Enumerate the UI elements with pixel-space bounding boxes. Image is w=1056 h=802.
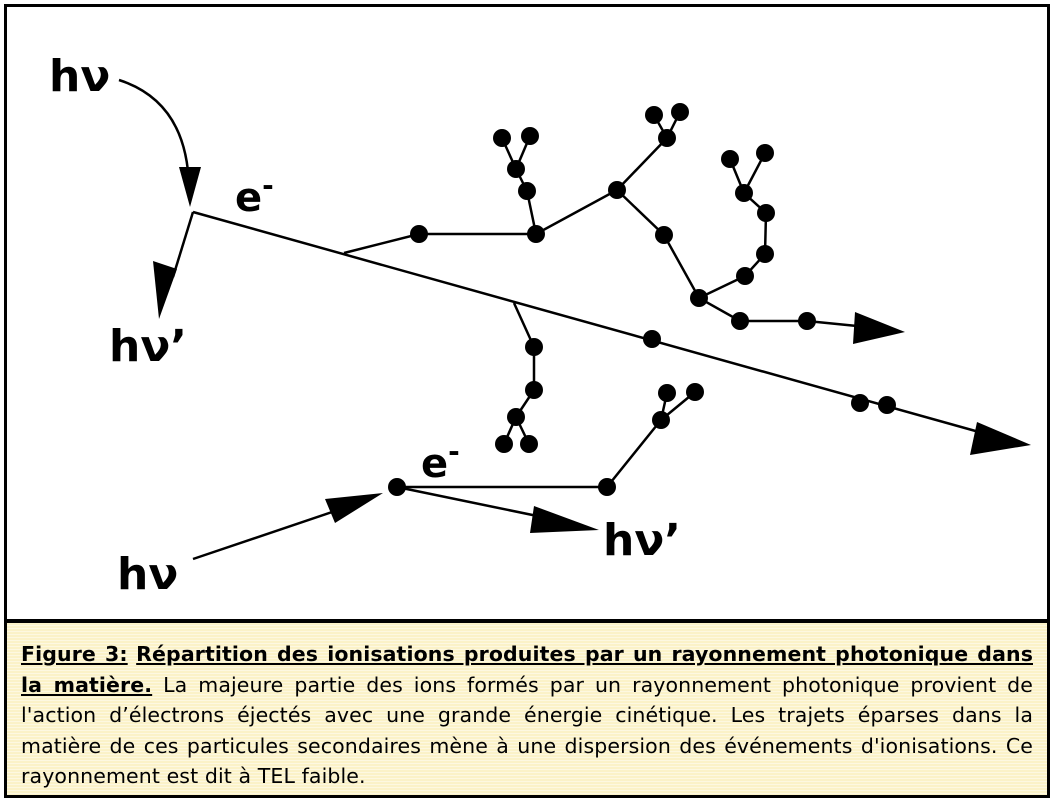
ionization-dot	[608, 181, 626, 199]
secondary-electron-upper-arrowhead	[853, 312, 905, 344]
ionization-dot	[652, 411, 670, 429]
ionization-dot	[756, 245, 774, 263]
scattered-photon-bottom-arrowhead	[530, 506, 599, 533]
figure-description: La majeure partie des ions formés par un…	[21, 672, 1033, 789]
figure-caption: Figure 3: Répartition des ionisations pr…	[7, 623, 1047, 795]
ionization-dot	[851, 394, 869, 412]
ionization-dot	[721, 150, 739, 168]
electron-top-label: e-	[235, 169, 274, 221]
ionization-dot	[658, 129, 676, 147]
figure-title: Répartition des ionisations produites pa…	[21, 642, 1033, 697]
ionization-diagram: hν hν’ e- hν hν’ e-	[49, 51, 1031, 600]
bottom-ionization-events	[388, 383, 704, 496]
ionization-dot	[527, 225, 545, 243]
ionization-dot	[493, 129, 511, 147]
primary-electron-arrowhead	[970, 422, 1031, 455]
photon-in-bottom-label: hν	[117, 549, 178, 600]
photon-scattered-top-label: hν’	[109, 321, 187, 372]
ionization-dot	[507, 160, 525, 178]
ionization-dot	[686, 383, 704, 401]
figure-frame: hν hν’ e- hν hν’ e- Figure 3: Répartitio…	[4, 4, 1050, 798]
ionization-dot	[598, 478, 616, 496]
ionization-dot	[525, 338, 543, 356]
scattered-photon-bottom-path	[396, 485, 548, 520]
ionization-dot	[645, 106, 663, 124]
ionization-dot	[671, 103, 689, 121]
photon-in-top-label: hν	[49, 51, 110, 102]
ionization-dot	[643, 330, 661, 348]
ionization-dot	[507, 408, 525, 426]
incoming-photon-bottom-path	[192, 505, 348, 561]
ionization-dot	[756, 144, 774, 162]
ionization-dot	[731, 312, 749, 330]
figure-number: Figure 3:	[21, 642, 128, 666]
ionization-dot	[690, 289, 708, 307]
ionization-dot	[735, 184, 753, 202]
ionization-dot	[518, 182, 536, 200]
ionization-dot	[736, 267, 754, 285]
ionization-dot	[658, 384, 676, 402]
ionization-dot	[520, 435, 538, 453]
ionization-dot	[410, 225, 428, 243]
incoming-photon-top-arrowhead	[179, 167, 201, 207]
scattered-photon-top-arrowhead	[153, 261, 177, 319]
ionization-dot	[798, 312, 816, 330]
ionization-dot	[495, 435, 513, 453]
ionization-dot	[521, 127, 539, 145]
ionization-dot	[878, 396, 896, 414]
caption-divider	[7, 619, 1047, 623]
electron-bottom-label: e-	[421, 435, 460, 487]
ionization-dot	[655, 226, 673, 244]
incoming-photon-bottom-arrowhead	[325, 493, 383, 523]
ionization-events	[410, 103, 896, 453]
photon-scattered-bottom-label: hν’	[603, 515, 681, 566]
scattered-photon-top-path	[171, 211, 195, 278]
ionization-dot	[757, 204, 775, 222]
secondary-electron-branch-upper	[343, 111, 868, 329]
ionization-dot	[525, 381, 543, 399]
incoming-photon-top-path	[118, 78, 191, 188]
